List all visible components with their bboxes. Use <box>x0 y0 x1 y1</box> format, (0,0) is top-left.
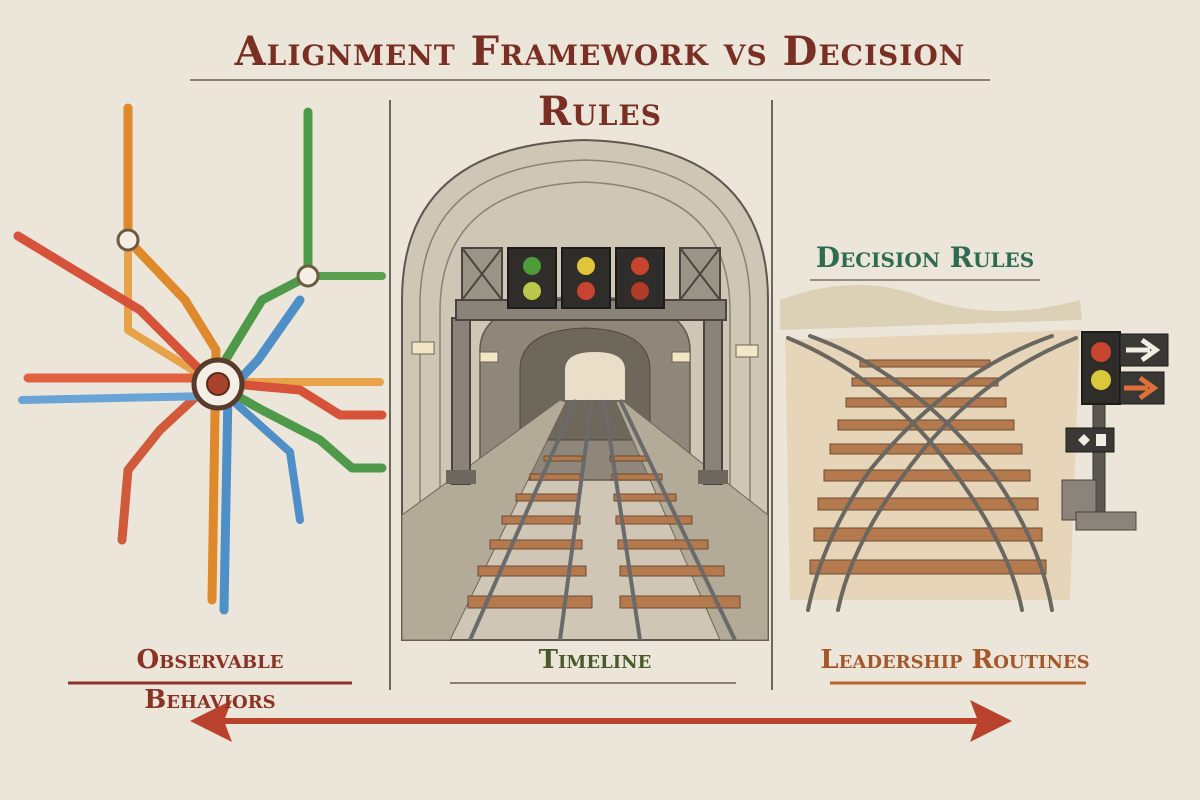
direction-arrow-white <box>1119 333 1169 367</box>
metro-line-green-3 <box>207 377 387 473</box>
tunnel-with-signal-gantry-icon <box>401 138 769 641</box>
railway-switch-with-signal-icon <box>780 279 1169 612</box>
gantry-column-right <box>703 317 723 485</box>
timeline-label: Timeline <box>538 645 652 675</box>
gantry-column-left <box>451 317 471 485</box>
metro-line-blue-1 <box>18 392 216 404</box>
observable-behaviors-label: Observable Behaviors <box>136 645 284 715</box>
diamond-sign <box>1065 427 1115 453</box>
signal-head-2 <box>561 247 611 309</box>
metro-map-icon <box>13 103 387 615</box>
metro-line-orange-2 <box>124 236 384 386</box>
leadership-routines-label: Leadership Routines <box>820 645 1090 675</box>
metro-line-orange-1 <box>123 103 221 605</box>
decision-rules-label: Decision Rules <box>815 241 1035 274</box>
metro-line-red-1 <box>13 231 387 420</box>
metro-station-small-1 <box>116 228 140 252</box>
metro-station-small-2 <box>296 264 320 288</box>
metro-line-green-1 <box>207 107 313 387</box>
metro-line-blue-3 <box>228 396 304 524</box>
double-arrow-icon <box>190 700 1012 742</box>
signal-head-3 <box>615 247 665 309</box>
signal-head-1 <box>507 247 557 309</box>
metro-line-red-3 <box>117 377 217 545</box>
direction-arrow-orange <box>1119 371 1165 405</box>
metro-hub-core <box>206 372 230 396</box>
switch-signal-head <box>1081 331 1121 405</box>
page-title: Alignment Framework vs Decision Rules <box>234 28 966 135</box>
